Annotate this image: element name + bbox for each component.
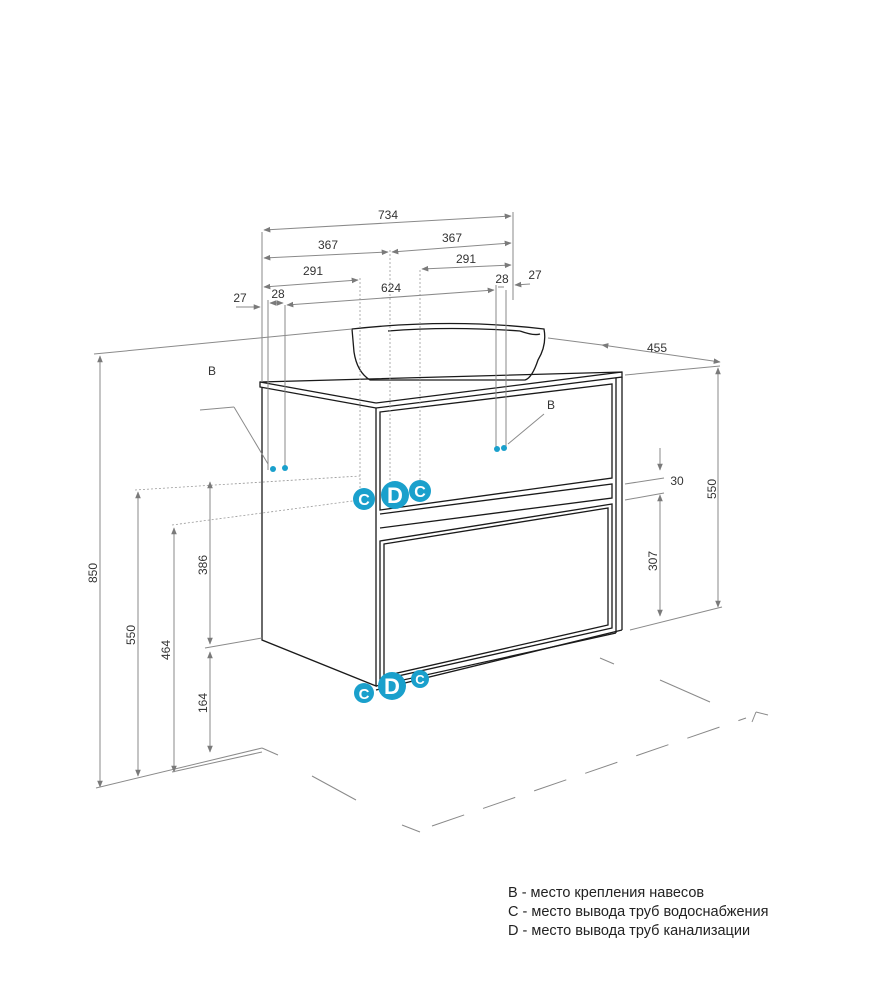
dim-depth: 455: [647, 341, 667, 355]
mount-points: [270, 445, 507, 472]
top-dimensions: [236, 212, 531, 490]
svg-text:D: D: [387, 483, 403, 508]
badge-d-upper: D: [381, 481, 409, 509]
legend-item-c: C - место вывода труб водоснабжения: [508, 904, 769, 920]
dim-gap: 30: [670, 474, 684, 488]
svg-text:D: D: [384, 674, 400, 699]
dim-mount-right: 28: [495, 272, 509, 286]
svg-text:C: C: [359, 686, 370, 703]
cabinet-body: [259, 371, 623, 691]
legend: B - место крепления навесов C - место вы…: [508, 884, 768, 941]
dim-half-left: 367: [318, 238, 338, 252]
dim-total-width: 734: [378, 208, 398, 222]
dim-half-right: 367: [442, 231, 462, 245]
right-dimensions: [547, 337, 723, 631]
svg-text:C: C: [414, 484, 426, 501]
svg-text:C: C: [415, 672, 425, 687]
dim-hole-right: 291: [456, 252, 476, 266]
dim-mount-left: 28: [271, 287, 285, 301]
dim-mount-spacing: 624: [381, 281, 401, 295]
floor-outline: [261, 657, 769, 833]
dim-edge-right: 27: [528, 268, 542, 282]
dim-upper-pipe: 386: [196, 555, 210, 575]
badge-d-lower: D: [378, 672, 406, 700]
legend-item-d: D - место вывода труб канализации: [508, 923, 751, 939]
dim-total-height: 850: [86, 563, 100, 583]
badge-c-upper-right: C: [409, 480, 431, 502]
dim-water-height: 550: [124, 625, 138, 645]
marker-b-right: B: [547, 398, 555, 412]
dim-hole-left: 291: [303, 264, 323, 278]
vessel-sink: [351, 322, 546, 381]
left-dimensions: [93, 328, 545, 789]
legend-item-b: B - место крепления навесов: [508, 885, 705, 901]
dim-lower-pipe: 164: [196, 693, 210, 713]
dim-drain-height: 464: [159, 640, 173, 660]
svg-text:C: C: [358, 492, 370, 509]
dim-body-height: 550: [705, 479, 719, 499]
badge-c-lower-left: C: [354, 683, 374, 703]
dim-edge-left: 27: [233, 291, 247, 305]
marker-b-left: B: [208, 364, 216, 378]
dim-drawer-height: 307: [646, 551, 660, 571]
badge-c-lower-right: C: [411, 670, 429, 688]
badge-c-upper-left: C: [353, 488, 375, 510]
